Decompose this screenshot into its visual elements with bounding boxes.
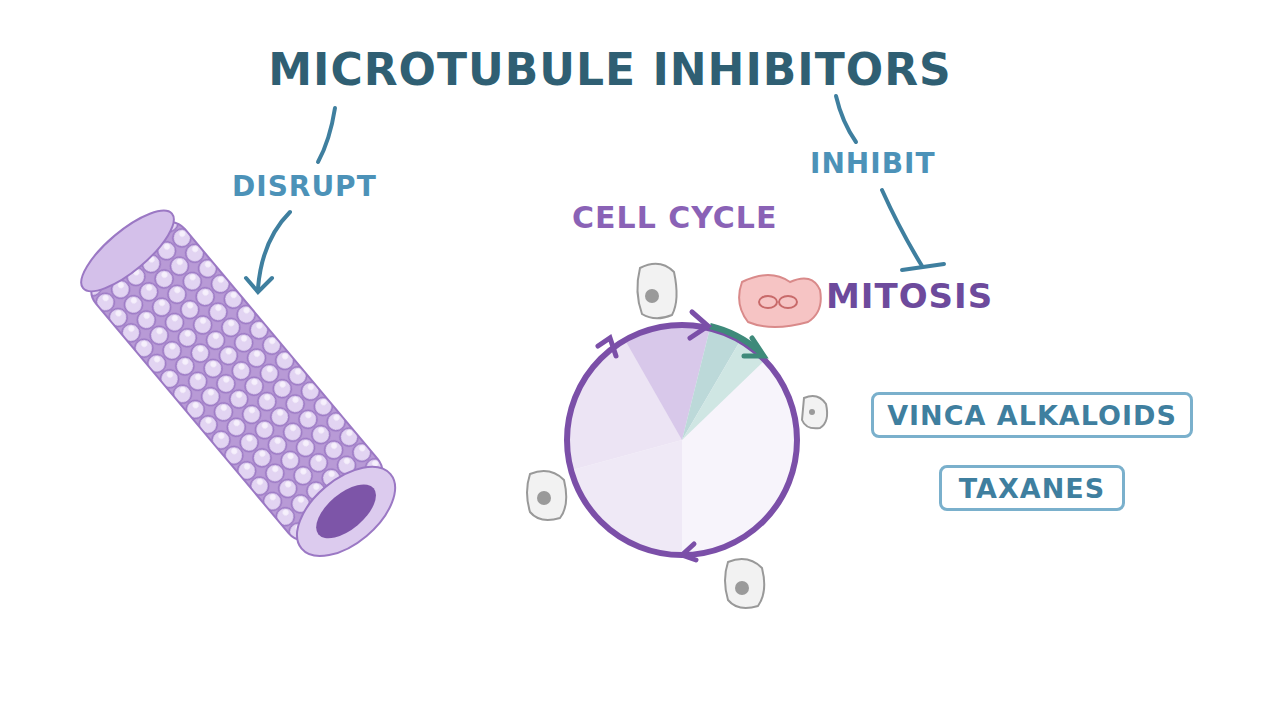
cell-cycle <box>567 312 797 560</box>
dividing-cell <box>739 275 821 327</box>
box-label: TAXANES <box>959 473 1105 504</box>
drug-class-box: VINCA ALKALOIDS <box>871 392 1193 438</box>
label: DISRUPT <box>232 170 377 203</box>
microtubule <box>70 198 411 573</box>
label: MITOSIS <box>826 276 993 316</box>
cell-nucleus <box>537 289 815 595</box>
box-label: VINCA ALKALOIDS <box>887 400 1177 431</box>
drug-class-box: TAXANES <box>939 465 1125 511</box>
title: MICROTUBULE INHIBITORS <box>268 44 951 95</box>
label: INHIBIT <box>810 147 936 180</box>
label: CELL CYCLE <box>572 200 777 235</box>
cell <box>527 264 827 608</box>
